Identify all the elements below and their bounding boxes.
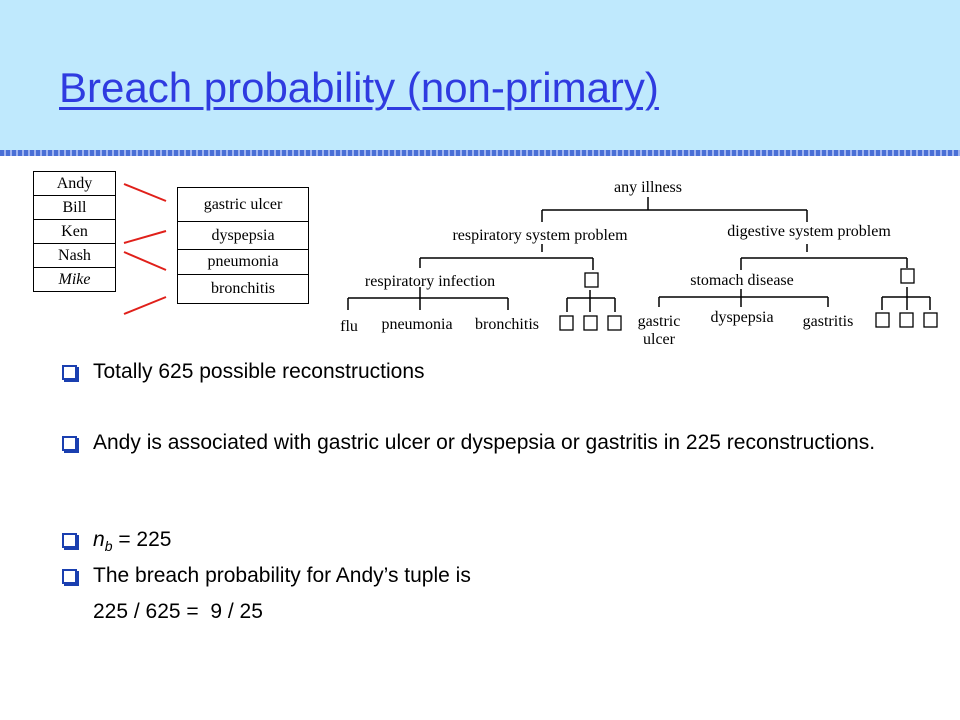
disease-cell: bronchitis	[177, 274, 309, 304]
checkbox-bullet-icon	[62, 365, 77, 380]
nb-value: = 225	[112, 528, 172, 551]
name-cell: Nash	[33, 243, 116, 268]
placeholder-box	[559, 315, 574, 331]
mapping-line	[123, 183, 167, 202]
placeholder-box	[584, 272, 599, 288]
leaf-gastric-ulcer-line1: gastric	[638, 313, 681, 330]
leaf-pneumonia: pneumonia	[381, 316, 452, 333]
leaf-gastric-ulcer-line2: ulcer	[643, 331, 676, 348]
node-stomach-disease: stomach disease	[690, 272, 794, 289]
bullet-text: The breach probability for Andy’s tuple …	[93, 564, 471, 587]
header-divider	[0, 150, 960, 156]
disease-cell: dyspepsia	[177, 221, 309, 250]
mapping-lines	[123, 183, 167, 315]
bullet-text: Totally 625 possible reconstructions	[93, 360, 425, 383]
name-cell: Mike	[33, 267, 116, 292]
placeholder-box	[900, 268, 915, 284]
checkbox-bullet-icon	[62, 436, 77, 451]
name-cell: Andy	[33, 171, 116, 196]
name-cell: Bill	[33, 195, 116, 220]
placeholder-box	[923, 312, 938, 328]
diseases-table: gastric ulcer dyspepsia pneumonia bronch…	[177, 187, 309, 304]
header-band	[0, 0, 960, 150]
mapping-line	[123, 230, 167, 244]
placeholder-box	[607, 315, 622, 331]
mapping-line	[123, 251, 167, 271]
placeholder-box	[583, 315, 598, 331]
disease-cell: pneumonia	[177, 249, 309, 275]
placeholder-boxes	[559, 268, 938, 331]
bullet-text: Andy is associated with gastric ulcer or…	[93, 431, 876, 454]
leaf-flu: flu	[340, 318, 358, 335]
mapping-line	[123, 296, 167, 315]
node-any-illness: any illness	[614, 179, 682, 196]
leaf-dyspepsia: dyspepsia	[710, 309, 773, 326]
leaf-gastritis: gastritis	[803, 313, 854, 330]
placeholder-box	[899, 312, 914, 328]
node-respiratory-infection: respiratory infection	[365, 273, 495, 290]
node-respiratory-system-problem: respiratory system problem	[452, 227, 628, 244]
node-digestive-system-problem: digestive system problem	[727, 223, 891, 240]
bullet-text: nb = 225	[93, 528, 913, 558]
name-cell: Ken	[33, 219, 116, 244]
disease-cell: gastric ulcer	[177, 187, 309, 222]
placeholder-box	[875, 312, 890, 328]
leaf-bronchitis: bronchitis	[475, 316, 539, 333]
tree-edges	[347, 197, 931, 312]
page-title: Breach probability (non-primary)	[59, 64, 659, 111]
nb-subscript: b	[104, 538, 113, 555]
checkbox-bullet-icon	[62, 533, 77, 548]
result-equation: 225 / 625 = 9 / 25	[93, 600, 263, 623]
nb-variable: n	[93, 528, 105, 551]
checkbox-bullet-icon	[62, 569, 77, 584]
names-table: Andy Bill Ken Nash Mike	[33, 171, 116, 292]
